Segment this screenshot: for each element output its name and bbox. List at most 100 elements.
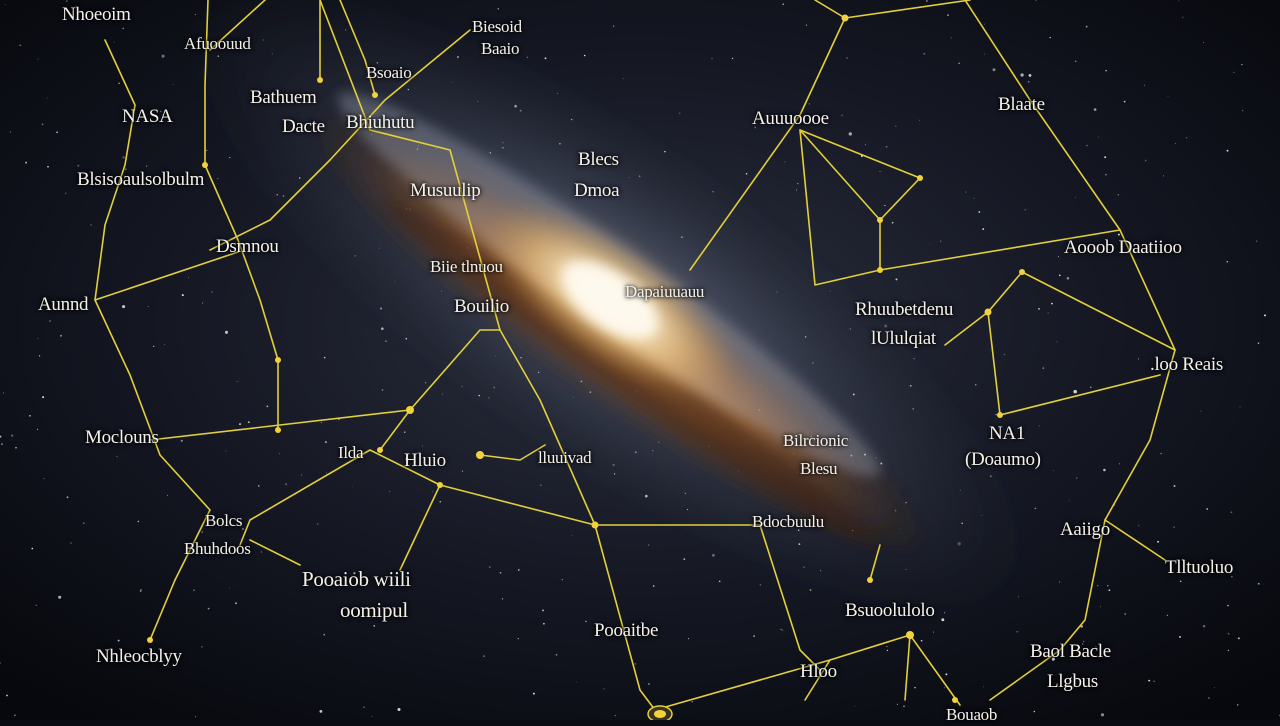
label-rhuubetdenu: Rhuubetdenu [855,299,954,320]
constellation-line [1104,519,1166,561]
background-star [66,496,69,499]
background-star [885,145,888,148]
background-star [38,355,41,357]
constellation-line [999,374,1161,416]
background-star [1056,341,1058,343]
background-star [1090,386,1092,388]
background-star [571,535,573,537]
label-na1: NA1 [989,423,1026,444]
background-star [9,131,12,133]
background-star [759,584,761,586]
background-star [614,714,616,717]
background-star [42,396,45,399]
background-star [37,428,39,430]
background-star [0,662,1,664]
background-star [1213,686,1215,688]
constellation-line [269,29,471,221]
background-star [371,715,373,717]
background-star [950,37,952,39]
star-node [906,631,914,639]
background-star [884,204,886,207]
label-tlltuoluo: Tlltuoluo [1165,557,1234,578]
label-nhoeoim: Nhoeoim [62,4,131,25]
background-star [1093,108,1097,111]
background-star [895,125,897,127]
background-star [49,320,51,322]
background-star [583,54,586,57]
background-star [1082,643,1084,645]
background-star [153,345,155,347]
label-pooaiob-wiili: Pooaiob wiili [302,567,411,591]
background-star [225,450,227,452]
background-star [1085,25,1088,28]
background-star [373,625,375,627]
background-star [1038,308,1040,310]
constellation-line [1104,349,1176,521]
background-star [914,686,916,689]
background-star [683,558,686,560]
label-biesoid: Biesoid [472,17,522,36]
background-star [1100,713,1105,717]
background-star [1174,143,1176,145]
background-star [1207,697,1210,699]
star-node [1019,269,1025,275]
background-star [1095,646,1097,648]
star-node [867,577,873,583]
background-star [46,97,48,99]
label-pooaitbe: Pooaitbe [594,620,659,641]
label-nasa: NASA [122,106,173,127]
star-node [984,308,992,316]
background-star [879,170,881,172]
background-star [432,491,434,493]
label-ilda: Ilda [338,443,364,462]
label-blaate: Blaate [998,94,1045,115]
background-star [166,494,168,496]
background-star [1086,144,1088,147]
background-star [1230,511,1233,514]
label-moclouns: Moclouns [85,427,159,448]
background-star [1,443,3,445]
constellation-line [689,17,846,271]
background-star [712,554,715,557]
background-star [1241,109,1244,112]
background-star [317,523,319,525]
label-afuoouud: Afuoouud [184,34,251,53]
background-star [854,705,856,707]
constellation-line [399,484,441,571]
background-star [499,571,502,574]
background-star [239,423,241,426]
background-star [37,337,39,339]
label-aaiigo: Aaiigo [1060,519,1110,540]
constellation-line [909,634,961,706]
background-star [965,191,967,193]
background-star [1066,277,1070,280]
background-star [202,302,204,304]
background-star [319,710,323,713]
background-star [1231,575,1233,578]
background-star [782,3,785,6]
background-star [201,548,204,551]
background-star [385,340,387,342]
background-star [745,173,748,175]
background-star [83,522,85,524]
label-nhleocblyy: Nhleocblyy [96,646,182,667]
background-star [718,580,721,583]
background-star [323,633,326,636]
constellation-line [799,129,921,221]
background-star [1239,406,1241,408]
label-bdocbuulu: Bdocbuulu [752,512,824,531]
background-star [122,27,125,30]
background-star [919,119,921,121]
background-star [796,189,798,191]
label-lluuivad: lluuivad [538,448,592,467]
background-star [1173,526,1175,528]
background-star [118,82,120,85]
constellation-line [879,229,1121,271]
background-star [1203,42,1204,43]
background-star [1051,302,1053,305]
background-star [172,83,174,85]
background-star [532,692,535,695]
background-star [43,477,45,480]
background-star [1226,261,1228,263]
constellation-line [799,129,881,286]
